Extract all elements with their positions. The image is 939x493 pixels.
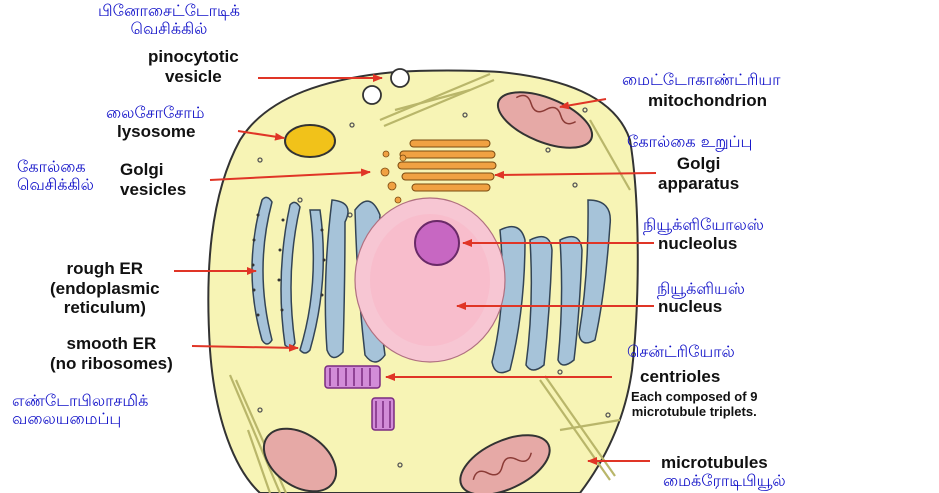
centrioles-label-tamil: சென்ட்ரியோல் xyxy=(627,342,735,361)
nucleolus-shape xyxy=(414,220,460,266)
lysosome-label-tamil: லைசோசோம் xyxy=(106,103,205,122)
smooth-er-label: smooth ER (no ribosomes) xyxy=(50,334,173,373)
mitochondrion-label-tamil: மைட்டோகாண்ட்ரியா xyxy=(622,70,781,89)
golgi-vesicles-label: Golgi vesicles xyxy=(120,160,187,199)
mitochondria xyxy=(262,91,594,493)
nucleus-label: nucleus xyxy=(658,297,723,316)
golgi-vesicles-shape xyxy=(380,150,407,204)
rough-er-shape xyxy=(251,196,325,354)
golgi-vesicles-label-tamil: கோல்கை வெசிக்கில் xyxy=(17,157,94,195)
ribosome-dots xyxy=(257,107,611,468)
rough-er-ribosomes xyxy=(251,213,326,317)
golgi-apparatus-label: Golgi apparatus xyxy=(658,154,740,193)
pinocytotic-vesicle xyxy=(362,68,410,105)
centrioles-label: centrioles xyxy=(640,367,721,386)
rough-er-label: rough ER (endoplasmic reticulum) xyxy=(50,259,160,318)
er-label-tamil: எண்டோபிலாசமிக் வலையமைப்பு xyxy=(12,391,149,429)
centrioles-note: Each composed of 9 microtubule triplets. xyxy=(631,389,758,419)
nucleolus-label-tamil: நியூக்ளியோலஸ் xyxy=(643,215,764,234)
centrioles-shape xyxy=(324,365,395,431)
label-arrows xyxy=(174,74,657,465)
lysosome-label: lysosome xyxy=(117,122,196,141)
pinocytotic-vesicle-label: pinocytotic vesicle xyxy=(148,47,239,86)
microtubules-label-tamil: மைக்ரோடிபியூல் xyxy=(663,471,786,490)
mitochondrion-label: mitochondrion xyxy=(648,91,767,110)
golgi-apparatus-shape xyxy=(397,139,497,192)
microtubules-label: microtubules xyxy=(661,453,768,472)
lysosome-shape xyxy=(284,124,336,158)
nucleolus-label: nucleolus xyxy=(658,234,738,253)
pinocytotic-vesicle-label-tamil: பினோசைட்டோடிக் வெசிக்கில் xyxy=(98,1,240,39)
nucleus-label-tamil: நியூக்ளியஸ் xyxy=(657,279,745,298)
microtubules xyxy=(228,72,631,493)
golgi-apparatus-label-tamil: கோல்கை உறுப்பு xyxy=(627,132,753,151)
